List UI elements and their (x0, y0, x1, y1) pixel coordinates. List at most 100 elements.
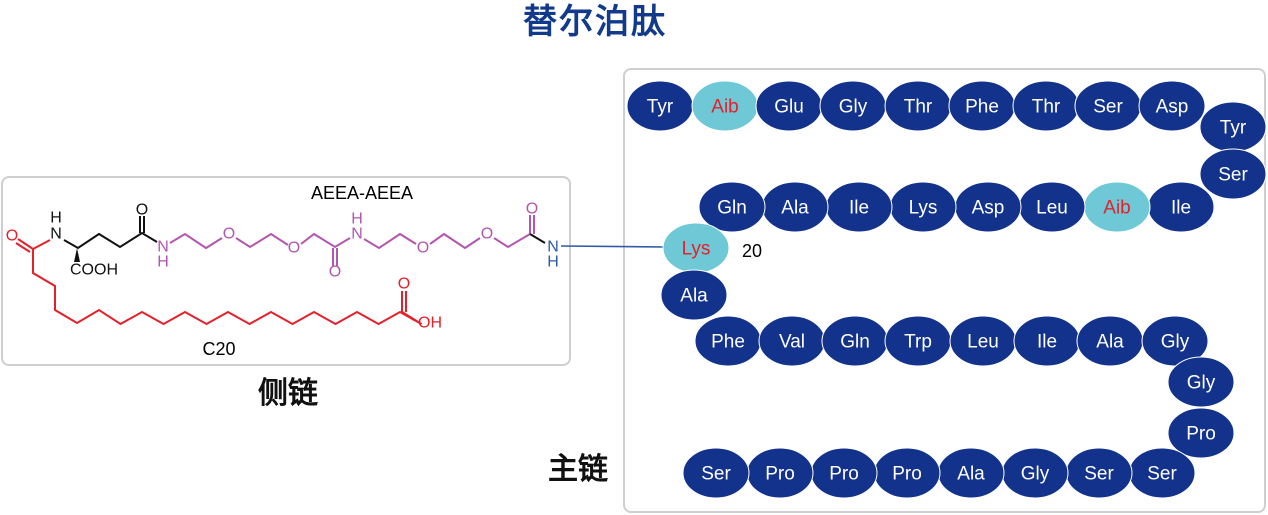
aeea-bonds-5 (429, 232, 481, 250)
residue-label: Pro (892, 464, 922, 485)
cooh-label: COOH (70, 262, 118, 279)
residue-1-tyr: Tyr (626, 80, 694, 132)
residue-12-ile: Ile (1147, 181, 1215, 233)
residue-17-ile: Ile (825, 181, 893, 233)
residue-bead (698, 181, 766, 233)
residue-label: Gln (717, 198, 747, 219)
ether-oxygen-4: O (481, 226, 493, 243)
glu-amine-h: H (50, 210, 62, 227)
carbonyl-double-bond-2 (15, 242, 31, 253)
glu-backbone (63, 231, 158, 250)
residue-label: Ala (957, 464, 985, 485)
residue-2-aib: Aib (691, 80, 759, 132)
glu-carbonyl-oxygen: O (136, 202, 148, 219)
residue-13-aib: Aib (1083, 181, 1151, 233)
residue-label: Thr (1032, 97, 1061, 118)
residue-bead (682, 447, 750, 499)
acid-oh-label: OH (418, 315, 442, 332)
residue-35-ala: Ala (937, 447, 1005, 499)
residue-38-pro: Pro (746, 447, 814, 499)
residue-label: Pro (829, 464, 859, 485)
residue-bead (1199, 148, 1267, 200)
residue-label: Aib (1103, 198, 1130, 219)
residue-label: Tyr (1220, 118, 1247, 139)
residue-bead (1138, 80, 1206, 132)
residue-5-thr: Thr (884, 80, 952, 132)
c20-label: C20 (202, 339, 235, 359)
fatty-acid-chain (15, 238, 423, 326)
residue-label: Tyr (647, 97, 674, 118)
residue-16-lys: Lys (889, 181, 957, 233)
aeea-bonds-4 (363, 232, 417, 250)
residue-label: Leu (967, 332, 999, 353)
residue-10-tyr: Tyr (1199, 101, 1267, 153)
aeea-h-1: H (157, 254, 169, 271)
ether-oxygen-2: O (288, 240, 300, 257)
lys20-position-label: 20 (742, 241, 762, 261)
residue-label: Ile (1037, 332, 1057, 353)
residue-8-ser: Ser (1074, 80, 1142, 132)
oxygen-atom: O (6, 228, 18, 245)
residue-20-lys: Lys (662, 222, 730, 274)
lys-side-chain-link (560, 245, 666, 248)
residue-22-phe: Phe (694, 315, 762, 367)
residue-21-ala: Ala (660, 269, 728, 321)
residue-33-ser: Ser (1065, 447, 1133, 499)
residue-label: Thr (904, 97, 933, 118)
residue-label: Ser (1093, 97, 1123, 118)
residue-label: Val (779, 332, 805, 353)
acid-oxygen-atom: O (398, 276, 410, 293)
residue-25-trp: Trp (884, 315, 952, 367)
residue-28-ala: Ala (1076, 315, 1144, 367)
residue-34-gly: Gly (1001, 447, 1069, 499)
aeea-bonds-3 (300, 232, 351, 249)
main-chain-panel (623, 68, 1266, 513)
residue-14-leu: Leu (1018, 181, 1086, 233)
lys-epsilon-n: N (547, 239, 559, 256)
residue-15-asp: Asp (954, 181, 1022, 233)
aeea-bonds-1 (169, 232, 223, 250)
residue-label: Trp (904, 332, 932, 353)
residue-24-gln: Gln (821, 315, 889, 367)
residue-23-val: Val (758, 315, 826, 367)
residue-label: Gly (1021, 464, 1050, 485)
residue-bead (1167, 407, 1235, 459)
residue-31-pro: Pro (1167, 407, 1235, 459)
glutamate-linker (63, 216, 158, 262)
residue-label: Ser (701, 464, 731, 485)
residue-label: Gly (839, 97, 868, 118)
residue-label: Gln (840, 332, 870, 353)
aeea-h-2: H (351, 211, 363, 228)
amide-bond-to-lys (529, 233, 546, 244)
residue-label: Asp (972, 198, 1005, 219)
aeea-n-1: N (157, 239, 169, 256)
ether-oxygen-1: O (223, 226, 235, 243)
residue-label: Gly (1187, 373, 1216, 394)
aeea-bonds-2 (235, 232, 289, 249)
side-chain-panel (1, 176, 571, 366)
residue-3-glu: Glu (755, 80, 823, 132)
residue-4-gly: Gly (819, 80, 887, 132)
residue-label: Ser (1147, 464, 1177, 485)
aeea-linker (169, 215, 546, 266)
residue-label: Pro (765, 464, 795, 485)
residue-9-asp: Asp (1138, 80, 1206, 132)
residue-6-phe: Phe (948, 80, 1016, 132)
residue-label: Ala (781, 198, 809, 219)
residue-label: Ala (680, 286, 708, 307)
residue-label: Asp (1156, 97, 1189, 118)
residue-label: Ser (1218, 165, 1248, 186)
residue-label: Gly (1161, 332, 1190, 353)
residue-26-leu: Leu (949, 315, 1017, 367)
c20-alkyl-chain (32, 249, 423, 326)
residue-label: Aib (711, 97, 738, 118)
carbonyl-double-bond (17, 238, 34, 250)
aeea-label: AEEA-AEEA (311, 183, 413, 203)
residue-30-gly: Gly (1167, 356, 1235, 408)
residue-bead (1167, 356, 1235, 408)
main-chain-label: 主链 (548, 452, 608, 487)
residue-19-gln: Gln (698, 181, 766, 233)
residue-36-pro: Pro (873, 447, 941, 499)
